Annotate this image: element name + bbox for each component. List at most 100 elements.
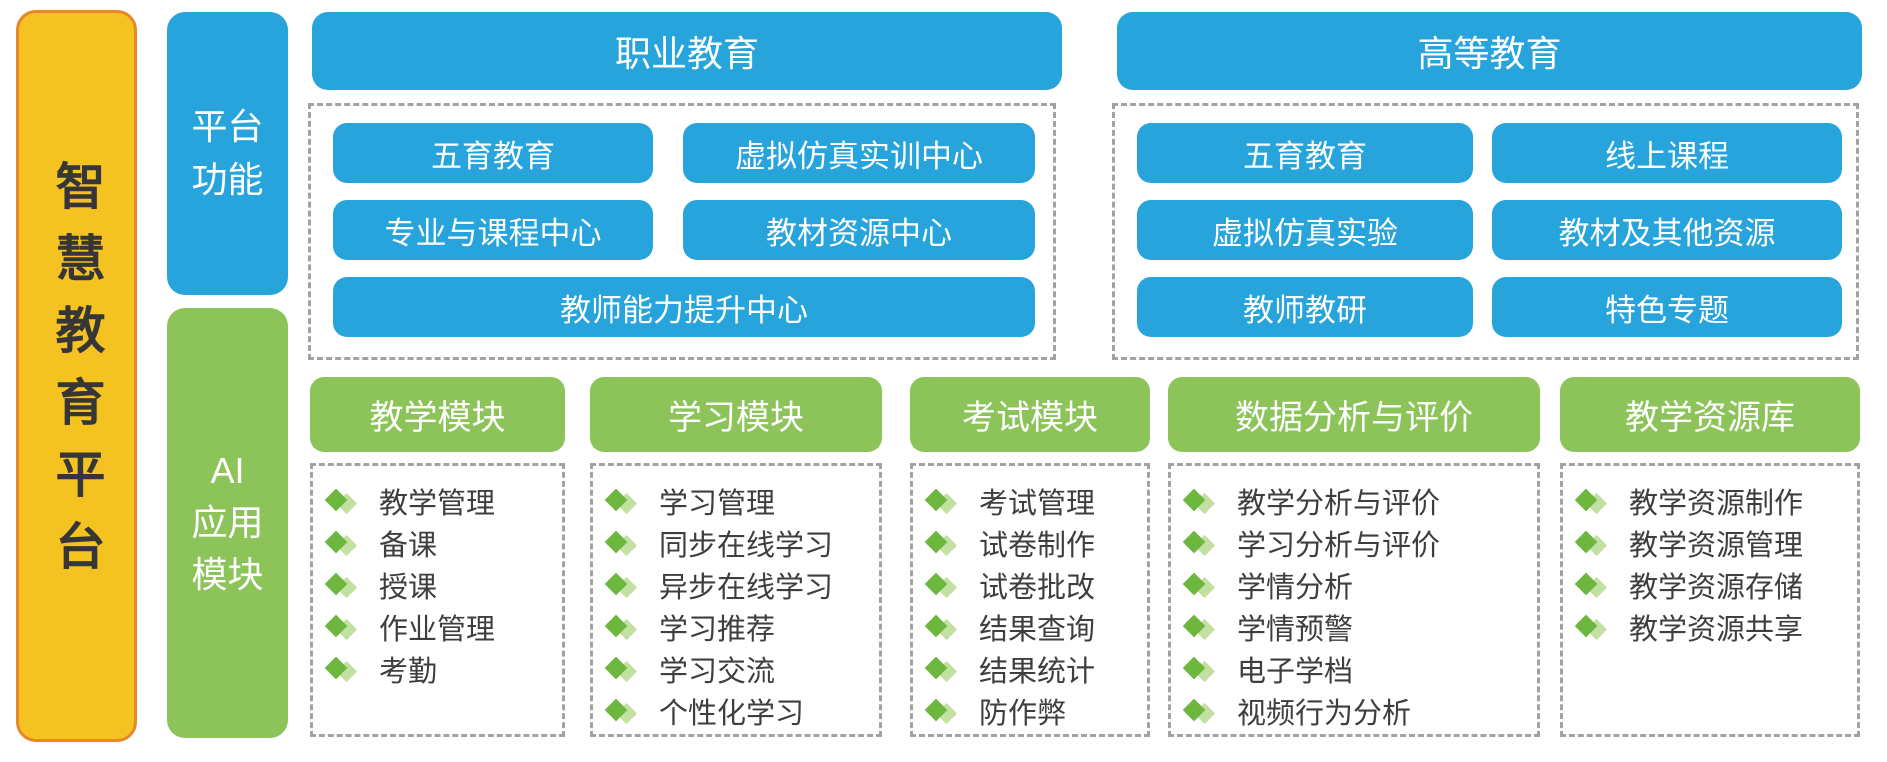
platform-functions-label: 平台 功能	[167, 12, 288, 295]
vocational-education-title: 职业教育	[614, 33, 759, 74]
list-item: 考勤	[324, 648, 556, 690]
diamond-bullet-icon	[604, 488, 638, 515]
item-label: 学习分析与评价	[1237, 530, 1441, 562]
list-item: 个性化学习	[604, 690, 873, 732]
diamond-bullet-icon	[324, 614, 358, 641]
pill-zhuanye-kecheng-center: 专业与课程中心	[333, 200, 653, 260]
list-item: 学习推荐	[604, 606, 873, 648]
module-title: 数据分析与评价	[1235, 399, 1473, 437]
item-label: 备课	[379, 530, 438, 562]
platform-functions-label-text: 平台 功能	[191, 106, 264, 200]
list-item: 防作弊	[924, 690, 1141, 732]
diamond-bullet-icon	[924, 698, 958, 725]
list-item: 备课	[324, 522, 556, 564]
module-list-exam: 考试管理 试卷制作 试卷批改 结果查询 结果统计 防作弊	[910, 463, 1150, 737]
list-item: 教学分析与评价	[1182, 480, 1531, 522]
diamond-bullet-icon	[1182, 614, 1216, 641]
module-list-learning: 学习管理 同步在线学习 异步在线学习 学习推荐 学习交流 个性化学习	[590, 463, 882, 737]
diamond-bullet-icon	[604, 656, 638, 683]
list-item: 结果查询	[924, 606, 1141, 648]
module-header-learning: 学习模块	[590, 377, 882, 452]
item-label: 学习推荐	[659, 614, 776, 646]
higher-education-group: 五育教育 线上课程 虚拟仿真实验 教材及其他资源 教师教研 特色专题	[1112, 103, 1859, 360]
item-label: 个性化学习	[659, 698, 805, 730]
pill-label: 线上课程	[1605, 138, 1729, 174]
diamond-bullet-icon	[1574, 614, 1608, 641]
item-label: 学情分析	[1237, 572, 1354, 604]
list-item: 学情预警	[1182, 606, 1531, 648]
diamond-bullet-icon	[924, 614, 958, 641]
list-item: 异步在线学习	[604, 564, 873, 606]
pill-wuyu-jiaoyu-higher: 五育教育	[1137, 123, 1473, 183]
item-label: 电子学档	[1237, 656, 1354, 688]
platform-title: 智慧教育平台	[48, 160, 105, 592]
list-item: 教学资源存储	[1574, 564, 1851, 606]
module-title: 学习模块	[668, 399, 804, 437]
platform-title-bar: 智慧教育平台	[16, 10, 137, 742]
diamond-bullet-icon	[1574, 572, 1608, 599]
item-label: 视频行为分析	[1237, 698, 1412, 730]
pill-label: 虚拟仿真实训中心	[735, 138, 983, 174]
vocational-education-header: 职业教育	[312, 12, 1062, 90]
vocational-education-group: 五育教育 虚拟仿真实训中心 专业与课程中心 教材资源中心 教师能力提升中心	[308, 103, 1056, 360]
module-title: 考试模块	[962, 399, 1098, 437]
diamond-bullet-icon	[1182, 488, 1216, 515]
diamond-bullet-icon	[324, 530, 358, 557]
module-title: 教学模块	[369, 399, 506, 437]
diamond-bullet-icon	[604, 572, 638, 599]
module-header-resources: 教学资源库	[1560, 377, 1860, 452]
list-item: 学习交流	[604, 648, 873, 690]
diamond-bullet-icon	[1182, 656, 1216, 683]
pill-label: 五育教育	[1243, 138, 1367, 174]
list-item: 学习分析与评价	[1182, 522, 1531, 564]
pill-wuyu-jiaoyu-voc: 五育教育	[333, 123, 653, 183]
pill-label: 教师教研	[1243, 292, 1367, 328]
list-item: 结果统计	[924, 648, 1141, 690]
diamond-bullet-icon	[1182, 572, 1216, 599]
item-label: 学习管理	[659, 488, 776, 520]
list-item: 授课	[324, 564, 556, 606]
module-list-resources: 教学资源制作 教学资源管理 教学资源存储 教学资源共享	[1560, 463, 1860, 737]
pill-jiaoshi-nengli-tisheng-center: 教师能力提升中心	[333, 277, 1035, 337]
pill-label: 虚拟仿真实验	[1212, 215, 1398, 251]
higher-education-title: 高等教育	[1417, 33, 1562, 74]
list-item: 教学资源制作	[1574, 480, 1851, 522]
diamond-bullet-icon	[1574, 530, 1608, 557]
module-title: 教学资源库	[1625, 399, 1795, 437]
diamond-bullet-icon	[324, 488, 358, 515]
item-label: 教学分析与评价	[1237, 488, 1441, 520]
list-item: 学习管理	[604, 480, 873, 522]
pill-label: 专业与课程中心	[384, 215, 602, 251]
diamond-bullet-icon	[924, 530, 958, 557]
pill-label: 教师能力提升中心	[560, 292, 808, 328]
diamond-bullet-icon	[324, 656, 358, 683]
item-label: 同步在线学习	[659, 530, 834, 562]
item-label: 异步在线学习	[659, 572, 834, 604]
pill-xuni-fangzhen-shixun-center: 虚拟仿真实训中心	[683, 123, 1035, 183]
list-item: 试卷批改	[924, 564, 1141, 606]
item-label: 结果查询	[979, 614, 1096, 646]
pill-tese-zhuanti: 特色专题	[1492, 277, 1842, 337]
item-label: 防作弊	[979, 698, 1067, 730]
pill-jiaocai-qita-ziyuan: 教材及其他资源	[1492, 200, 1842, 260]
diamond-bullet-icon	[324, 572, 358, 599]
list-item: 教学资源共享	[1574, 606, 1851, 648]
item-label: 教学资源存储	[1629, 572, 1804, 604]
item-label: 教学资源制作	[1629, 488, 1804, 520]
list-item: 学情分析	[1182, 564, 1531, 606]
pill-label: 五育教育	[431, 138, 555, 174]
item-label: 试卷制作	[979, 530, 1096, 562]
item-label: 作业管理	[379, 614, 496, 646]
item-label: 教学管理	[379, 488, 496, 520]
pill-label: 教材及其他资源	[1558, 215, 1776, 251]
list-item: 作业管理	[324, 606, 556, 648]
item-label: 试卷批改	[979, 572, 1096, 604]
item-label: 学情预警	[1237, 614, 1354, 646]
list-item: 教学资源管理	[1574, 522, 1851, 564]
item-label: 授课	[379, 572, 438, 604]
module-header-exam: 考试模块	[910, 377, 1150, 452]
module-header-analytics: 数据分析与评价	[1168, 377, 1540, 452]
diamond-bullet-icon	[1574, 488, 1608, 515]
diamond-bullet-icon	[1182, 698, 1216, 725]
